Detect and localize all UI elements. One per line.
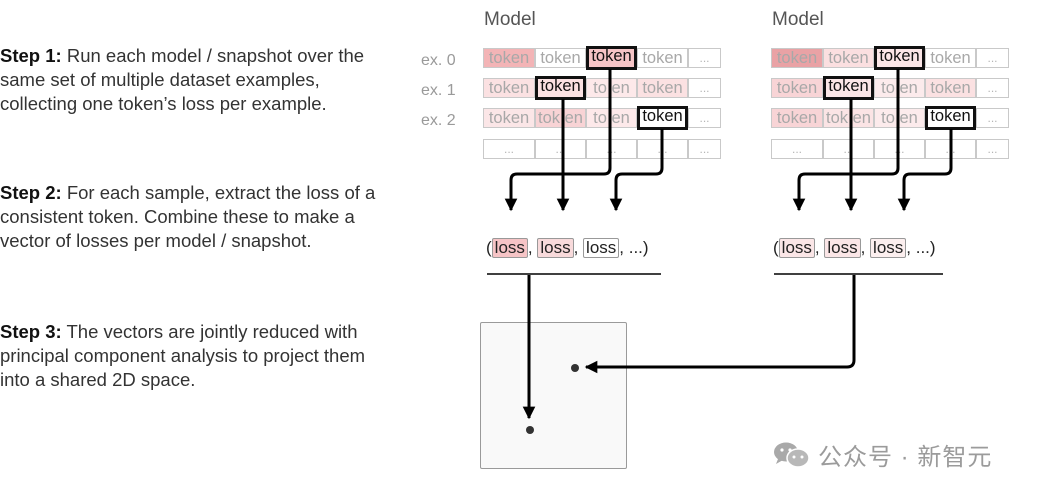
loss-value: loss xyxy=(583,238,620,258)
token-cell: token xyxy=(771,48,823,68)
vector-open-paren: ( xyxy=(773,238,779,257)
vector-tail: , ...) xyxy=(906,238,936,257)
example-label-2: ex. 2 xyxy=(421,112,456,129)
token-cell: to en xyxy=(586,108,637,128)
step-2-text: Step 2: For each sample, extract the los… xyxy=(0,181,390,253)
token-cell: to en xyxy=(874,108,925,128)
selected-token-cell: token xyxy=(925,106,976,130)
token-cell: to en xyxy=(874,78,925,98)
token-cell: token xyxy=(483,108,535,128)
token-cell: token xyxy=(771,78,823,98)
pca-point-left-model xyxy=(526,426,534,434)
model-title-right: Model xyxy=(772,9,824,30)
selected-token-cell: token xyxy=(535,76,586,100)
model-title-left: Model xyxy=(484,9,536,30)
token-cell: token xyxy=(925,48,976,68)
vector-separator: , xyxy=(860,238,871,257)
token-cell: ... xyxy=(976,108,1009,128)
token-cell: token xyxy=(483,78,535,98)
token-cell: ... xyxy=(771,139,823,159)
step-2-label: Step 2: xyxy=(0,182,62,203)
token-cell: ... xyxy=(688,108,721,128)
vector-separator: , xyxy=(573,238,584,257)
token-cell: to en xyxy=(586,78,637,98)
vector-tail: , ...) xyxy=(619,238,649,257)
example-label-0: ex. 0 xyxy=(421,52,456,69)
loss-value: loss xyxy=(491,238,528,258)
token-cell: tok en xyxy=(535,108,586,128)
selected-token-cell: token xyxy=(823,76,874,100)
token-cell: ... xyxy=(976,139,1009,159)
loss-value: loss xyxy=(537,238,574,258)
step-3-body: The vectors are jointly reduced with pri… xyxy=(0,321,366,390)
vector-separator: , xyxy=(527,238,538,257)
selected-token-cell: token xyxy=(586,46,637,70)
token-cell: ... xyxy=(483,139,535,159)
token-cell: ... xyxy=(688,139,721,159)
pca-point-right-model xyxy=(571,364,579,372)
vector-separator: , xyxy=(814,238,825,257)
token-cell: ... xyxy=(976,78,1009,98)
loss-value: loss xyxy=(870,238,907,258)
token-cell: token xyxy=(637,48,688,68)
token-cell: ... xyxy=(688,48,721,68)
step-2-body: For each sample, extract the loss of a c… xyxy=(0,182,376,251)
loss-vector-left: (loss, loss, loss, ...) xyxy=(486,238,649,258)
vector-open-paren: ( xyxy=(486,238,492,257)
token-cell: token xyxy=(925,78,976,98)
token-cell: ... xyxy=(874,139,925,159)
token-cell: token xyxy=(483,48,535,68)
loss-value: loss xyxy=(824,238,861,258)
example-label-1: ex. 1 xyxy=(421,82,456,99)
token-cell: ... xyxy=(976,48,1009,68)
step-1-body: Run each model / snapshot over the same … xyxy=(0,45,365,114)
token-cell: ... xyxy=(688,78,721,98)
token-cell: ... xyxy=(925,139,976,159)
token-cell: token xyxy=(823,48,874,68)
token-cell: ... xyxy=(535,139,586,159)
loss-value: loss xyxy=(778,238,815,258)
loss-vector-right: (loss, loss, loss, ...) xyxy=(773,238,936,258)
token-cell: tok en xyxy=(823,108,874,128)
selected-token-cell: token xyxy=(874,46,925,70)
step-3-text: Step 3: The vectors are jointly reduced … xyxy=(0,320,390,392)
token-cell: token xyxy=(535,48,586,68)
step-1-label: Step 1: xyxy=(0,45,62,66)
selected-token-cell: token xyxy=(637,106,688,130)
token-cell: token xyxy=(637,78,688,98)
token-cell: ... xyxy=(586,139,637,159)
token-cell: ... xyxy=(637,139,688,159)
watermark-text: 公众号 · 新智元 xyxy=(818,444,993,471)
step-3-label: Step 3: xyxy=(0,321,62,342)
step-1-text: Step 1: Run each model / snapshot over t… xyxy=(0,44,390,116)
wechat-icon xyxy=(774,442,810,468)
token-cell: token xyxy=(771,108,823,128)
token-cell: ... xyxy=(823,139,874,159)
pca-2d-space xyxy=(480,322,627,469)
